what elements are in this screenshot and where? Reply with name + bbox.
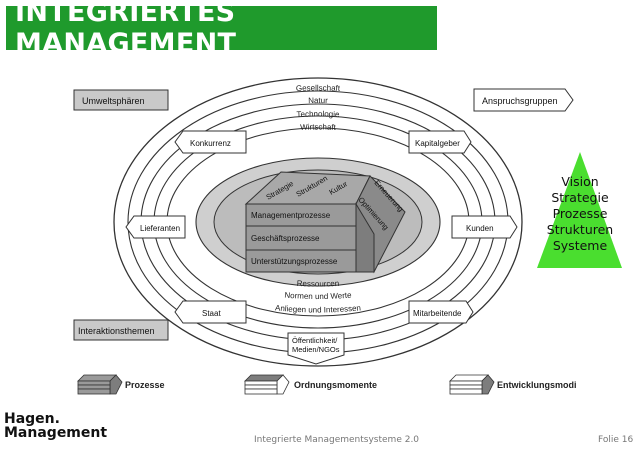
legend-label-prozesse: Prozesse: [125, 380, 165, 390]
title-bar: INTEGRIERTES MANAGEMENT: [6, 0, 437, 59]
box-umweltsphaeren: [73, 89, 169, 111]
legend-icon-ordnungsmomente: [244, 374, 290, 395]
arc-label-ressourcen: Ressourcen: [297, 279, 340, 289]
arrow-kapitalgeber-label: Kapitalgeber: [415, 139, 460, 148]
footer-page-number: Folie 16: [598, 435, 634, 445]
arrow-anspruchsgruppen-label: Anspruchsgruppen: [482, 96, 558, 106]
arrow-konkurrenz: [174, 130, 247, 154]
pyramid-label-vision: Vision: [561, 174, 599, 189]
arrow-kapitalgeber: [408, 130, 472, 154]
arrow-oeffentlichkeit-label-1: Öffentlichkeit/: [292, 336, 338, 345]
arrow-oeffentlichkeit: [287, 332, 345, 365]
box-interaktionsthemen: [73, 319, 169, 341]
brand-line-1: Hagen.: [4, 411, 60, 427]
legend-icon-prozesse: [77, 374, 123, 395]
arc-label-normen: Normen und Werte: [284, 290, 352, 301]
arrow-kunden: [451, 215, 518, 239]
pyramid-label-strukturen: Strukturen: [546, 222, 614, 237]
arrow-kunden-label: Kunden: [466, 224, 494, 233]
box-interaktionsthemen-label: Interaktionsthemen: [78, 326, 155, 336]
page-title: INTEGRIERTES MANAGEMENT: [15, 0, 237, 59]
process-box-front-wedge: [355, 202, 375, 273]
legend-label-ordnungsmomente: Ordnungsmomente: [294, 380, 377, 390]
vision-pyramid: [537, 152, 622, 268]
brand-line-2: Management: [4, 425, 108, 441]
ring-label-natur: Natur: [308, 96, 328, 105]
arrow-mitarbeitende-label: Mitarbeitende: [413, 309, 462, 318]
process-label-management: Managementprozesse: [251, 211, 331, 220]
process-box: Managementprozesse Geschäftsprozesse Unt…: [244, 171, 406, 274]
brand-logo: Hagen. Management: [4, 412, 107, 440]
box-umweltsphaeren-label: Umweltsphären: [82, 96, 145, 106]
arrow-mitarbeitende: [408, 300, 474, 324]
legend-label-entwicklungsmodi: Entwicklungsmodi: [497, 380, 577, 390]
pyramid-label-strategie: Strategie: [551, 190, 609, 205]
arrow-oeffentlichkeit-label-2: Medien/NGOs: [292, 345, 340, 354]
ring-label-wirtschaft: Wirtschaft: [300, 122, 337, 131]
legend-icon-entwicklungsmodi: [449, 374, 495, 395]
ring-label-gesellschaft: Gesellschaft: [296, 83, 341, 93]
footer-title: Integrierte Managementsysteme 2.0: [254, 435, 420, 445]
arc-label-anliegen: Anliegen und Interessen: [275, 303, 362, 314]
pyramid-label-systeme: Systeme: [552, 238, 608, 253]
process-label-unterstuetzung: Unterstützungsprozesse: [251, 257, 338, 266]
ring-label-technologie: Technologie: [296, 109, 340, 119]
process-label-geschaeft: Geschäftsprozesse: [251, 234, 320, 243]
arrow-lieferanten: [125, 215, 186, 239]
arrow-lieferanten-label: Lieferanten: [140, 224, 180, 233]
arrow-staat-label: Staat: [202, 309, 221, 318]
arrow-konkurrenz-label: Konkurrenz: [190, 139, 231, 148]
legend: Prozesse Ordnungsmomente Entwicklungsmod…: [77, 374, 577, 395]
pyramid-label-prozesse: Prozesse: [552, 206, 608, 221]
arrow-anspruchsgruppen: [473, 88, 574, 112]
vision-pyramid-labels: Vision Strategie Prozesse Strukturen Sys…: [538, 174, 622, 254]
arrow-staat: [174, 300, 247, 324]
